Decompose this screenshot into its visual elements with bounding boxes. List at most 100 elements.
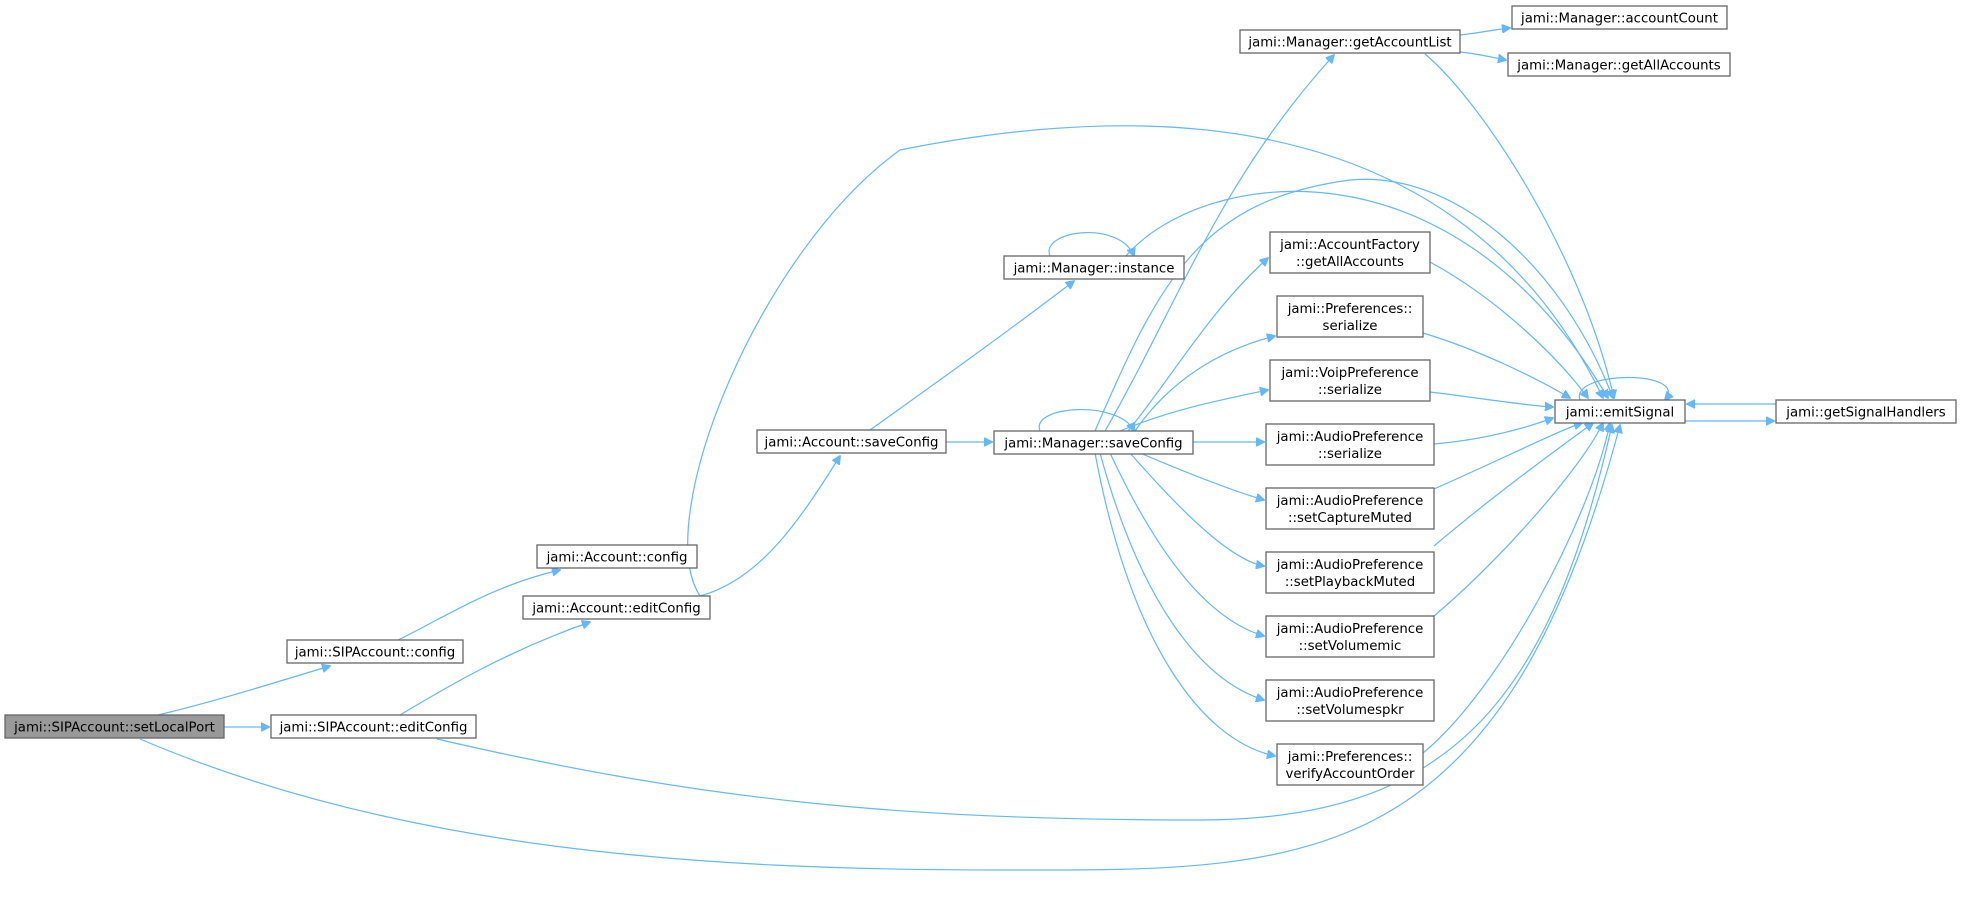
edge-arrow: [436, 425, 1612, 821]
edge-arrow: [1579, 376, 1668, 401]
edge-sipEditConfig-to-emitSignal: [436, 425, 1612, 821]
node-verifyAccountOrder[interactable]: jami::Preferences::verifyAccountOrder: [1276, 743, 1424, 786]
node-box: [756, 429, 947, 454]
edge-arrow: [1104, 55, 1334, 432]
node-voipSerialize[interactable]: jami::VoipPreference::serialize: [1269, 359, 1431, 402]
node-label: jami::Manager::saveConfig: [1003, 437, 1182, 452]
node-box: [1554, 399, 1686, 424]
node-setVolumemic[interactable]: jami::AudioPreference::setVolumemic: [1265, 615, 1435, 658]
node-label: jami::AudioPreference: [1276, 686, 1424, 701]
node-label: jami::SIPAccount::editConfig: [279, 721, 468, 736]
edge-managerSaveConfig-to-setVolumespkr: [1099, 452, 1264, 700]
node-prefSerialize[interactable]: jami::Preferences::serialize: [1276, 295, 1424, 338]
node-box: [270, 714, 477, 739]
node-label: jami::emitSignal: [1565, 406, 1674, 421]
node-managerSaveConfig[interactable]: jami::Manager::saveConfig: [993, 430, 1194, 455]
edge-arrow: [1433, 423, 1582, 490]
edge-accountEditConfig-to-accountSaveConfig: [699, 456, 840, 597]
edge-arrow: [1134, 336, 1275, 432]
node-box: [1775, 399, 1957, 424]
node-label: ::serialize: [1318, 383, 1382, 398]
node-sipEditConfig[interactable]: jami::SIPAccount::editConfig: [270, 714, 477, 739]
edge-setLocalPort-to-emitSignal: [139, 425, 1620, 871]
node-label: jami::getSignalHandlers: [1785, 406, 1945, 421]
node-setLocalPort[interactable]: jami::SIPAccount::setLocalPort: [4, 714, 225, 739]
node-getAccountList[interactable]: jami::Manager::getAccountList: [1239, 29, 1461, 54]
node-setVolumespkr[interactable]: jami::AudioPreference::setVolumespkr: [1265, 679, 1435, 722]
node-accountConfig[interactable]: jami::Account::config: [536, 544, 698, 569]
node-label: jami::SIPAccount::setLocalPort: [13, 721, 215, 736]
node-label: jami::VoipPreference: [1280, 366, 1418, 381]
node-setCaptureMuted[interactable]: jami::AudioPreference::setCaptureMuted: [1265, 487, 1435, 530]
node-emitSignal[interactable]: jami::emitSignal: [1554, 399, 1686, 424]
node-label: jami::AudioPreference: [1276, 430, 1424, 445]
edge-arrow: [1099, 452, 1264, 700]
node-label: ::serialize: [1318, 447, 1382, 462]
edge-setVolumemic-to-emitSignal: [1433, 423, 1603, 617]
edge-setLocalPort-to-sipConfig: [157, 666, 330, 716]
node-label: jami::Preferences::: [1287, 750, 1413, 765]
edge-arrow: [1125, 190, 1608, 398]
edge-sipEditConfig-to-accountEditConfig: [399, 622, 590, 716]
node-label: jami::SIPAccount::config: [294, 646, 455, 661]
edge-arrow: [1109, 452, 1264, 636]
edge-arrow: [1094, 452, 1275, 756]
node-label: jami::AudioPreference: [1276, 494, 1424, 509]
edge-arrow: [1129, 452, 1264, 566]
edges-layer: [139, 28, 1776, 871]
node-box: [1269, 359, 1431, 402]
node-box: [1265, 615, 1435, 658]
node-getSignalHandlers[interactable]: jami::getSignalHandlers: [1775, 399, 1957, 424]
node-label: jami::Account::saveConfig: [764, 436, 939, 451]
node-box: [536, 544, 698, 569]
node-box: [1511, 5, 1728, 30]
edge-arrow: [1139, 452, 1264, 500]
node-audioSerialize[interactable]: jami::AudioPreference::serialize: [1265, 423, 1435, 466]
edge-arrow: [1459, 28, 1510, 36]
node-box: [1265, 423, 1435, 466]
edge-managerSaveConfig-to-factoryGetAllAccounts: [1127, 258, 1268, 432]
edge-voipSerialize-to-emitSignal: [1429, 391, 1553, 407]
edge-getAccountList-to-emitSignal: [1424, 53, 1614, 398]
node-managerGetAllAccounts[interactable]: jami::Manager::getAllAccounts: [1507, 52, 1731, 77]
edge-audioSerialize-to-emitSignal: [1433, 418, 1553, 445]
node-accountSaveConfig[interactable]: jami::Account::saveConfig: [756, 429, 947, 454]
node-label: ::setVolumespkr: [1296, 703, 1404, 718]
edge-managerSaveConfig-to-prefSerialize: [1134, 336, 1275, 432]
node-box: [1276, 743, 1424, 786]
node-label: ::setCaptureMuted: [1288, 511, 1412, 526]
edge-prefSerialize-to-emitSignal: [1422, 332, 1570, 398]
node-accountCount[interactable]: jami::Manager::accountCount: [1511, 5, 1728, 30]
node-box: [1265, 551, 1435, 594]
edge-arrow: [1433, 423, 1593, 547]
node-accountEditConfig[interactable]: jami::Account::editConfig: [522, 595, 711, 620]
node-box: [1276, 295, 1424, 338]
edge-arrow: [1459, 51, 1506, 60]
edge-managerSaveConfig-to-verifyAccountOrder: [1094, 452, 1275, 756]
edge-arrow: [399, 622, 590, 716]
edge-getAccountList-to-accountCount: [1459, 28, 1510, 36]
node-label: jami::Manager::instance: [1013, 262, 1175, 277]
edge-factoryGetAllAccounts-to-emitSignal: [1429, 261, 1588, 398]
node-setPlaybackMuted[interactable]: jami::AudioPreference::setPlaybackMuted: [1265, 551, 1435, 594]
node-sipConfig[interactable]: jami::SIPAccount::config: [286, 639, 464, 664]
edge-arrow: [1119, 390, 1268, 432]
node-box: [4, 714, 225, 739]
node-label: jami::Account::config: [546, 551, 688, 566]
nodes-layer: jami::SIPAccount::setLocalPort jami::SIPA…: [4, 5, 1957, 786]
edge-emitSignal-to-emitSignal: [1579, 376, 1668, 401]
node-label: jami::Preferences::: [1287, 302, 1413, 317]
node-box: [1507, 52, 1731, 77]
edge-arrow: [1429, 261, 1588, 398]
edge-arrow: [1422, 332, 1570, 398]
node-factoryGetAllAccounts[interactable]: jami::AccountFactory::getAllAccounts: [1269, 231, 1431, 274]
edge-accountEditConfig-to-emitSignal: [687, 125, 1603, 597]
node-box: [1269, 231, 1431, 274]
edge-managerInstance-to-managerInstance: [1048, 232, 1134, 256]
edge-managerSaveConfig-to-setVolumemic: [1109, 452, 1264, 636]
node-box: [1265, 679, 1435, 722]
edge-arrow: [1433, 418, 1553, 445]
node-managerInstance[interactable]: jami::Manager::instance: [1003, 255, 1185, 280]
edge-arrow: [1422, 423, 1610, 754]
